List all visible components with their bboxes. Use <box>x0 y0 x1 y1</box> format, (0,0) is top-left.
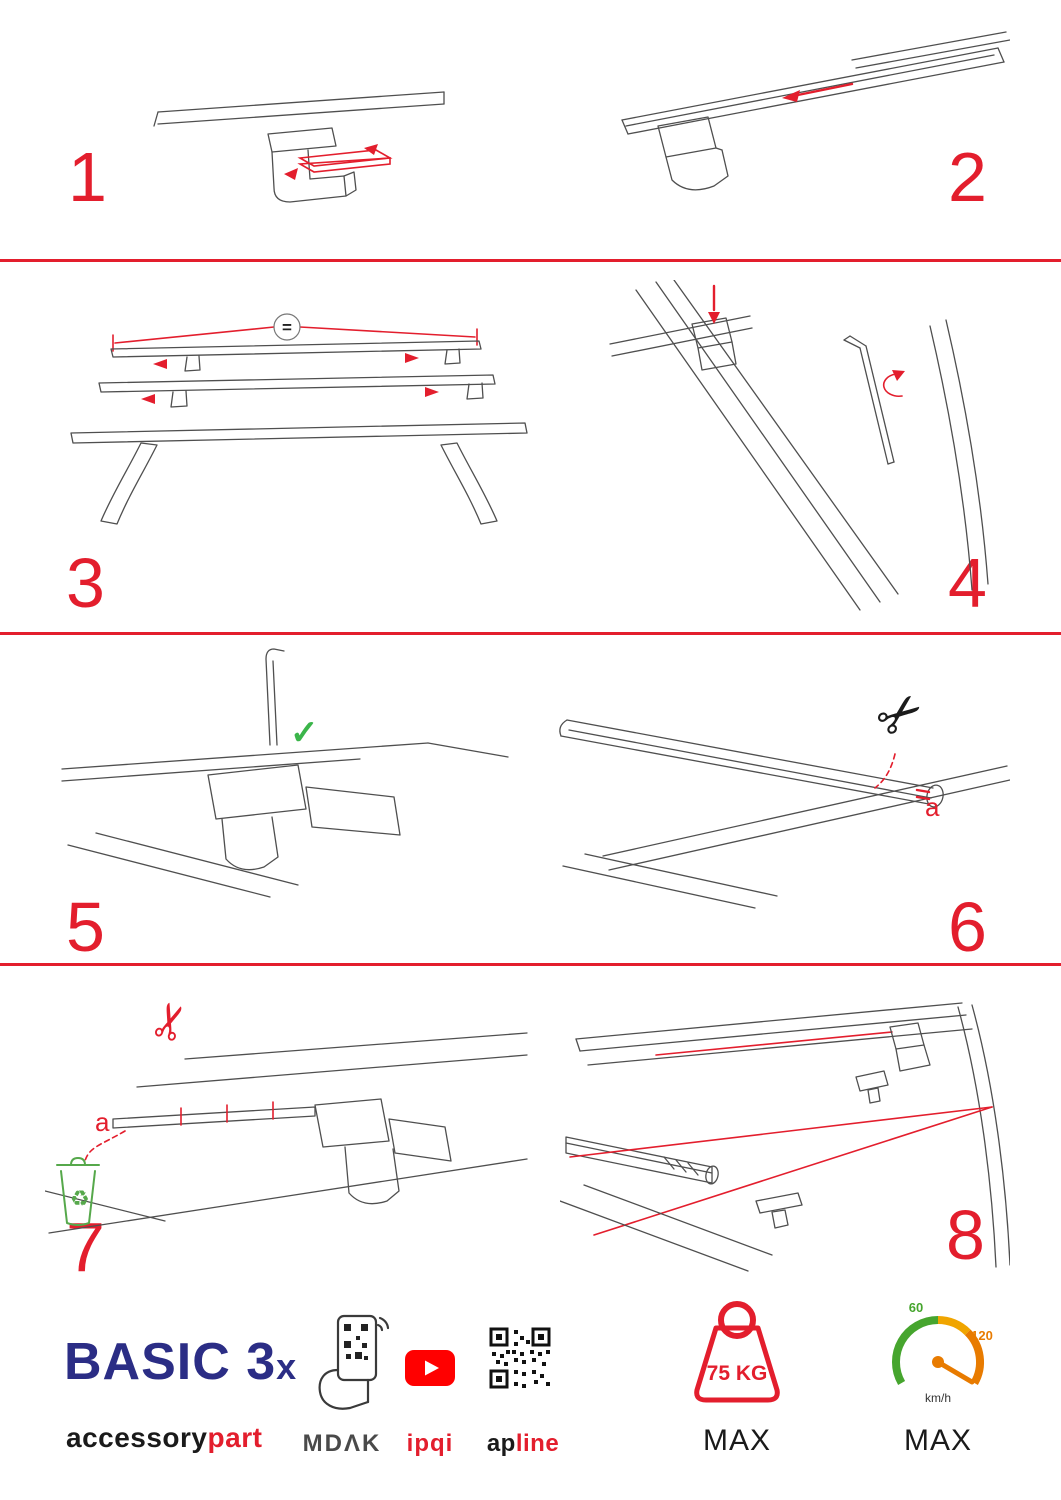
product-name: BASIC 3 <box>64 1333 277 1391</box>
check-icon: ✓ <box>290 714 319 752</box>
product-logo: BASIC 3x <box>64 1332 297 1392</box>
brand-name-suffix: part <box>207 1422 263 1453</box>
brand-name: accessorypart <box>66 1422 262 1454</box>
app-qr-phone-icon <box>318 1314 390 1410</box>
recycle-icon: ♻ <box>70 1186 90 1211</box>
step-3-drawing-crossbars-alignment: = <box>70 313 528 525</box>
cut-piece-label: a <box>925 792 940 822</box>
qr-code-icon <box>489 1327 551 1389</box>
speed-tick-low: 60 <box>909 1300 923 1315</box>
step-1-drawing-clamp-pad-insert <box>153 91 445 203</box>
brand-name-prefix: accessory <box>66 1422 208 1453</box>
equal-spacing-symbol: = <box>282 318 292 337</box>
step-8-number: 8 <box>946 1196 985 1274</box>
section-divider-2 <box>0 632 1061 635</box>
step-5-drawing-key-inserted-check <box>61 648 509 898</box>
cut-piece-label: a <box>95 1107 110 1137</box>
step-6-number: 6 <box>948 888 987 966</box>
section-divider-3 <box>0 963 1061 966</box>
app-label: MDΛK <box>302 1430 382 1457</box>
step-4-number: 4 <box>948 544 987 622</box>
step-3-number: 3 <box>66 544 105 622</box>
site-label-suffix: line <box>515 1430 560 1457</box>
site-label: apline <box>478 1430 568 1458</box>
speed-tick-high: 120 <box>971 1328 993 1343</box>
max-load-label: MAX <box>702 1424 771 1457</box>
video-label: ipqi <box>406 1430 454 1457</box>
youtube-icon <box>405 1350 455 1386</box>
step-2-number: 2 <box>948 138 987 216</box>
speed-unit-label: km/h <box>925 1391 951 1405</box>
step-7-drawing-cut-discard-strip: a <box>45 1032 528 1234</box>
step-1-number: 1 <box>68 138 107 216</box>
step-4-drawing-allen-key-tighten <box>609 280 989 611</box>
max-speed-label: MAX <box>903 1424 972 1457</box>
site-label-prefix: ap <box>486 1430 516 1457</box>
step-6-drawing-cut-strip-end: a <box>559 719 1010 909</box>
section-divider-1 <box>0 259 1061 262</box>
speedometer-icon: 60 120 km/h <box>891 1300 993 1405</box>
step-2-drawing-bar-slide <box>621 31 1010 191</box>
step-5-number: 5 <box>66 888 105 966</box>
product-name-suffix: x <box>276 1346 298 1387</box>
step-8-drawing-tbolt-mounting <box>560 1002 1010 1272</box>
max-load-icon: 75 KG <box>694 1301 780 1403</box>
max-load-value: 75 KG <box>707 1362 768 1385</box>
